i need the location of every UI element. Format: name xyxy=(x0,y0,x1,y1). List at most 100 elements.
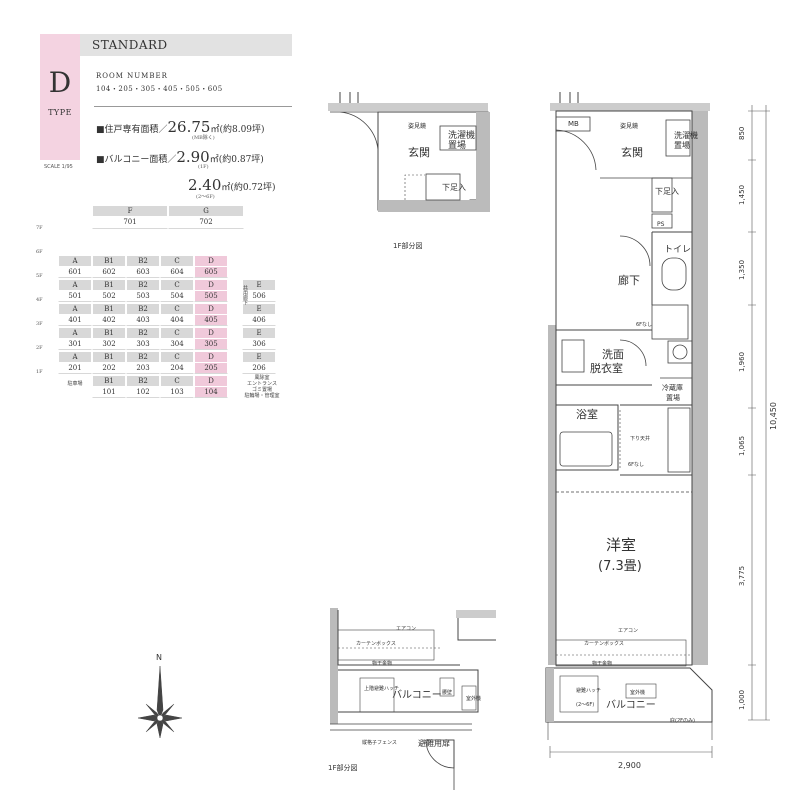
fridge-label: 冷蔵庫 xyxy=(662,383,683,392)
eaves-label: 庇(2Fのみ) xyxy=(670,717,695,724)
area-row-balcony-upper: 2.40㎡(約0.72坪) xyxy=(188,176,275,194)
floor-label: 3F xyxy=(36,321,43,327)
dimension-total: 10,450 xyxy=(769,402,778,430)
room-number-cell: 504 xyxy=(160,291,194,302)
curtain-box-label: カーテンボックス xyxy=(356,640,396,647)
dimension-1065: 1,065 xyxy=(738,436,746,456)
floor-label: 4F xyxy=(36,297,43,303)
area-note: (1F) xyxy=(198,164,209,170)
floor-label: 5F xyxy=(36,273,43,279)
plan-name: STANDARD xyxy=(92,38,168,52)
waist-wall-label: 腰壁 xyxy=(442,689,452,696)
dimension-lines xyxy=(549,105,770,758)
unit-type-cell: 風除室 エントランス ゴミ置場 駐輪場・管理室 xyxy=(244,375,280,399)
unit-type-cell: B1 xyxy=(92,351,126,363)
washroom-label-b: 脱衣室 xyxy=(590,361,623,375)
area-unit: ㎡ xyxy=(209,155,219,165)
corridor-label: 廊下 xyxy=(618,273,640,287)
unit-type-cell: C xyxy=(160,375,194,387)
unit-type-cell: E xyxy=(242,351,276,363)
unit-type-cell: E xyxy=(242,303,276,315)
col-header-room: 702 xyxy=(168,217,244,229)
no-6f-label: 6Fなし xyxy=(628,461,644,468)
dimension-1960: 1,960 xyxy=(738,352,746,372)
main-plan-walls xyxy=(545,92,713,740)
laundry-label: 物干金物 xyxy=(372,660,392,667)
unit-type-cell: D xyxy=(194,327,228,339)
shoebox-label: 下足入 xyxy=(655,187,679,196)
entrance-label: 玄関 xyxy=(621,145,643,159)
room-number-cell: 303 xyxy=(126,339,160,350)
washer-label: 置場 xyxy=(674,140,690,150)
unit-type-cell: B2 xyxy=(126,327,160,339)
room-number-cell: 302 xyxy=(92,339,126,350)
floor-label: 1F xyxy=(36,369,43,375)
unit-type-cell: 駐車場 xyxy=(67,381,83,387)
plan-name-bar xyxy=(80,34,292,56)
unit-type-cell: B1 xyxy=(92,303,126,315)
room-number-cell: 203 xyxy=(126,363,160,374)
upper-hatch-label: 上階避難ハッチ xyxy=(364,685,399,692)
balcony-label: バルコニー xyxy=(392,689,442,701)
room-number-cell: 505 xyxy=(194,291,228,302)
dimension-1450: 1,450 xyxy=(738,185,746,205)
fence-label: 縦格子フェンス xyxy=(362,739,397,746)
dimension-850: 850 xyxy=(738,127,746,140)
washer-label: 洗濯機 xyxy=(448,129,475,141)
unit-type-cell: D xyxy=(194,279,228,291)
area-note: (MB除く) xyxy=(192,135,215,141)
partial-label-top: 1F部分図 xyxy=(393,241,422,250)
peephole-label: 姿見鏡 xyxy=(408,122,426,130)
room-number-cell: 204 xyxy=(160,363,194,374)
outdoor-unit-label: 室外機 xyxy=(630,689,645,696)
unit-type-cell: B1 xyxy=(92,279,126,291)
western-room-label: 洋室 xyxy=(606,536,636,554)
balcony-label: バルコニー xyxy=(606,699,656,711)
shoebox-label: 下足入 xyxy=(442,183,466,192)
dimension-3775: 3,775 xyxy=(738,566,746,586)
unit-type-cell: C xyxy=(160,327,194,339)
washroom-label-a: 洗面 xyxy=(602,348,624,361)
unit-type-cell: C xyxy=(160,279,194,291)
col-header-type: F xyxy=(92,205,168,217)
room-number-cell: 501 xyxy=(58,291,92,302)
room-number-cell: 402 xyxy=(92,315,126,326)
area-value: 26.75 xyxy=(167,118,211,136)
unit-type-cell: B1 xyxy=(92,255,126,267)
dimension-1350: 1,350 xyxy=(738,260,746,280)
unit-type-cell: C xyxy=(160,255,194,267)
area-label: ■住戸専有面積／ xyxy=(96,125,168,135)
unit-type-cell: B2 xyxy=(126,375,160,387)
unit-type-cell: C xyxy=(160,351,194,363)
room-number-cell: 304 xyxy=(160,339,194,350)
room-number-cell: 101 xyxy=(92,387,126,398)
unit-type-cell: A xyxy=(58,255,92,267)
type-letter: D xyxy=(48,66,72,99)
area-unit: ㎡ xyxy=(221,183,231,193)
unit-type-cell: A xyxy=(58,327,92,339)
bath-label: 浴室 xyxy=(576,407,598,421)
room-number-cell: 506 xyxy=(242,291,276,302)
area-tsubo: (約0.72坪) xyxy=(230,183,276,193)
room-number-values: 104・205・305・405・505・605 xyxy=(96,85,223,93)
room-number-cell: 301 xyxy=(58,339,92,350)
room-number-cell: 605 xyxy=(194,267,228,278)
washer-label: 洗濯機 xyxy=(674,130,698,140)
room-number-cell: 601 xyxy=(58,267,92,278)
header-divider xyxy=(94,106,292,107)
area-note: (2〜6F) xyxy=(196,194,215,200)
evac-hatch-label: 避難ハッチ xyxy=(576,687,601,694)
room-number-cell: 401 xyxy=(58,315,92,326)
scale-label: SCALE 1/95 xyxy=(44,164,73,170)
floor-label: 2F xyxy=(36,345,43,351)
partial-plan-bottom xyxy=(330,608,496,790)
col-header-type: G xyxy=(168,205,244,217)
col-header-room: 701 xyxy=(92,217,168,229)
unit-type-cell: B1 xyxy=(92,327,126,339)
unit-type-cell: C xyxy=(160,303,194,315)
area-value: 2.40 xyxy=(188,176,222,194)
type-tag xyxy=(40,34,80,160)
unit-type-cell: B2 xyxy=(126,303,160,315)
